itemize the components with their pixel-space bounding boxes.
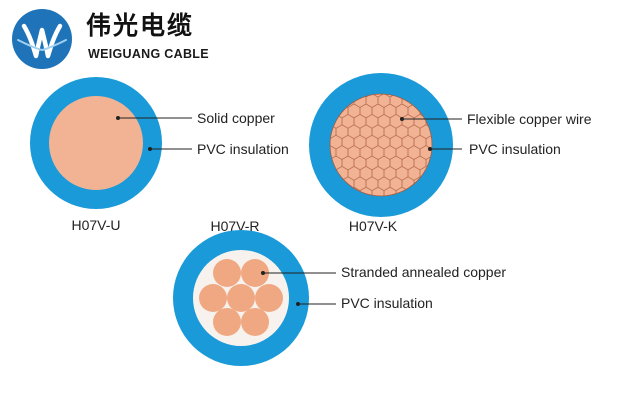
cable-h07v-r: H07V-R Stranded annealed copper PVC insu… bbox=[173, 218, 506, 366]
flexible-wire-pattern bbox=[330, 94, 432, 196]
caption-h07v-r: H07V-R bbox=[210, 218, 259, 234]
copper-strand bbox=[213, 308, 241, 336]
label-solid-copper: Solid copper bbox=[197, 110, 275, 126]
brand-name-en: WEIGUANG CABLE bbox=[88, 47, 209, 61]
copper-strand bbox=[213, 259, 241, 287]
w-logo-icon bbox=[12, 9, 72, 69]
label-pvc-insulation: PVC insulation bbox=[341, 295, 433, 311]
copper-strand bbox=[255, 284, 283, 312]
label-pvc-insulation: PVC insulation bbox=[469, 141, 561, 157]
cable-h07v-k: Flexible copper wire PVC insulation H07V… bbox=[309, 73, 592, 234]
caption-h07v-k: H07V-K bbox=[349, 218, 398, 234]
label-stranded-annealed-copper: Stranded annealed copper bbox=[341, 264, 506, 280]
caption-h07v-u: H07V-U bbox=[71, 217, 120, 233]
label-flexible-copper-wire: Flexible copper wire bbox=[467, 111, 592, 127]
copper-strand bbox=[241, 259, 269, 287]
brand-logo: 伟光电缆 WEIGUANG CABLE bbox=[12, 9, 209, 69]
copper-strands bbox=[199, 259, 283, 336]
copper-strand bbox=[227, 284, 255, 312]
solid-copper-core bbox=[49, 96, 143, 190]
cable-h07v-u: Solid copper PVC insulation H07V-U bbox=[30, 77, 289, 233]
copper-strand bbox=[241, 308, 269, 336]
copper-strand bbox=[199, 284, 227, 312]
label-pvc-insulation: PVC insulation bbox=[197, 141, 289, 157]
brand-name-cn: 伟光电缆 bbox=[86, 11, 194, 40]
